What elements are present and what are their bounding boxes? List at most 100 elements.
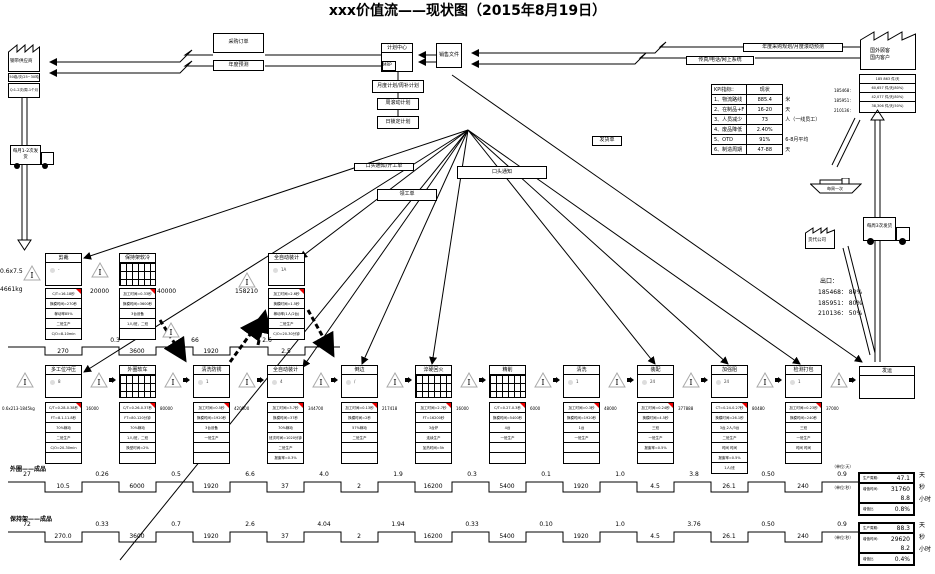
kpi-cell: 天 <box>785 147 791 153</box>
summary-row: 生产周期：47.1 <box>860 474 913 484</box>
process-shipping: 发运 <box>859 366 915 399</box>
inventory-triangle-icon: I <box>460 372 478 388</box>
process-data-cell: 加工时间=0.3秒 <box>564 403 599 413</box>
wait-time: 0.5 <box>171 471 181 478</box>
inventory-value: 4661kg <box>0 286 23 293</box>
wait-time: 0.3 <box>467 471 477 478</box>
customer-demand-box: 185 863 件/天 60,657 件/天(80%) 42,077 件/天(8… <box>859 74 916 113</box>
wait-time: 4.0 <box>319 471 329 478</box>
push-arrow-icon <box>479 377 486 383</box>
proc-unit: （单位:秒） <box>832 485 854 490</box>
inventory-triangle-icon: I <box>238 272 256 288</box>
inventory-triangle-icon: I <box>238 372 256 388</box>
process-data-cell: 换模时间=1920秒 <box>194 413 229 423</box>
process-data-cell: C/O=20-30分钟 <box>273 332 300 336</box>
inventory-value: 158210 <box>235 288 258 295</box>
inventory-value: 6000 <box>530 406 541 411</box>
summary-row: 生产周期：88.3 <box>860 524 913 534</box>
process-data-cell: 1人/班，二班 <box>120 319 155 329</box>
export-share: 210136： 50% <box>818 310 863 317</box>
customer-name: 国外顾客 国内客户 <box>870 48 891 61</box>
process-data-cell: C/O=8-10min <box>51 332 76 336</box>
wait-time: 0.1 <box>541 471 551 478</box>
process-time: 5400 <box>499 533 515 540</box>
customer-part: 185951： <box>834 98 854 103</box>
ship-label: 每周一次 <box>827 186 843 191</box>
wait-time: 1.0 <box>615 471 625 478</box>
kpi-cell: 米 <box>785 97 791 103</box>
time-unit: 天 <box>919 472 926 479</box>
operator-icon: 1 <box>786 375 821 385</box>
mrp-label: MRP <box>382 61 396 71</box>
process-data-cell: 报废率=0.5% <box>638 443 673 453</box>
kpi-cell: 47-88 <box>746 144 784 155</box>
process-data-cell: 57%稼动 <box>342 423 377 433</box>
wait-time: 2.6 <box>262 337 272 344</box>
process-row2-5: 淬硬回火 <box>415 365 452 398</box>
wait-time: 1.0 <box>615 521 625 528</box>
push-arrow-icon <box>183 377 190 383</box>
process-data-cell: 4台 <box>490 423 525 433</box>
oral-notice-label: 口头通知 <box>457 166 547 179</box>
summary-label: 增值时间： <box>863 536 881 541</box>
process-row2-1: 外圈软车 <box>119 365 156 398</box>
inventory-triangle-icon: I <box>312 372 330 388</box>
process-data-cell: FT=80-120分钟 <box>120 413 155 423</box>
wait-unit: （单位:天） <box>832 464 854 469</box>
push-arrow-icon <box>701 377 708 383</box>
kanban-grid-icon <box>120 375 155 397</box>
wait-time: 4.04 <box>317 521 331 528</box>
process-data-cell: 加工时间=0.23秒 <box>786 403 821 413</box>
process-data-cell: 二班生产 <box>268 443 303 453</box>
process-time: 37 <box>281 483 289 490</box>
customer-factory-icon: 国外顾客 国内客户 <box>860 30 916 70</box>
process-time: 240 <box>797 483 809 490</box>
svg-text:I: I <box>319 378 322 387</box>
customer-forecast-label: 年度采购规划/月度滚动预测 <box>743 43 843 52</box>
process-row2-6: 精削 <box>489 365 526 398</box>
operator-icon: 4 <box>268 375 303 385</box>
process-data-cell: 一班生产 <box>638 433 673 443</box>
push-arrow-icon <box>109 377 116 383</box>
process-time: 1920 <box>203 483 219 490</box>
sales-file-label: 销售文件 <box>436 43 462 68</box>
inventory-value: 420000 <box>234 406 250 411</box>
wait-time: 0.50 <box>761 521 775 528</box>
process-data-cell: 换模时间=5400秒 <box>490 413 525 423</box>
daily-plan: 日锁定计划 <box>377 116 419 129</box>
process-time: 1920 <box>573 483 589 490</box>
operator-icon: 1 <box>564 375 599 385</box>
process-data-cell: 一班生产 <box>194 433 229 443</box>
wait-time: 6.6 <box>245 471 255 478</box>
inventory-triangle-icon: I <box>830 372 848 388</box>
push-arrow-icon <box>405 377 412 383</box>
process-data-cell: 70%稼动 <box>46 423 81 433</box>
proc-unit: （单位:秒） <box>832 535 854 540</box>
weekly-plan: 周滚动计划 <box>377 98 419 110</box>
summary-value: 31760 <box>890 485 910 493</box>
customer-part: 185468： <box>834 88 854 93</box>
process-data-cell: 3台炉 <box>416 423 451 433</box>
process-data-cell: C/O=20-30min <box>46 443 81 453</box>
process-data-cell: 加工时间=2.7秒 <box>416 403 451 413</box>
inventory-triangle-icon: I <box>23 265 41 281</box>
wait-time: 2.6 <box>245 521 255 528</box>
oral-notice-schedule-label: 口头通知/开工单 <box>354 163 414 171</box>
supplier-truck-label: 每月1-2次发货 <box>10 145 41 165</box>
svg-text:I: I <box>23 378 26 387</box>
svg-text:I: I <box>30 271 33 280</box>
supplier-name: 钢带供应商 <box>10 59 33 64</box>
customer-truck-label: 每周3次发货 <box>863 217 896 241</box>
process-time: 4.5 <box>650 533 660 540</box>
process-data-cell: CT=0.24-0.27秒 <box>712 403 747 413</box>
wait-time: 0.50 <box>761 471 775 478</box>
kpi-cell: 人（一线员工） <box>785 117 821 123</box>
inventory-value: 37000 <box>826 406 839 411</box>
